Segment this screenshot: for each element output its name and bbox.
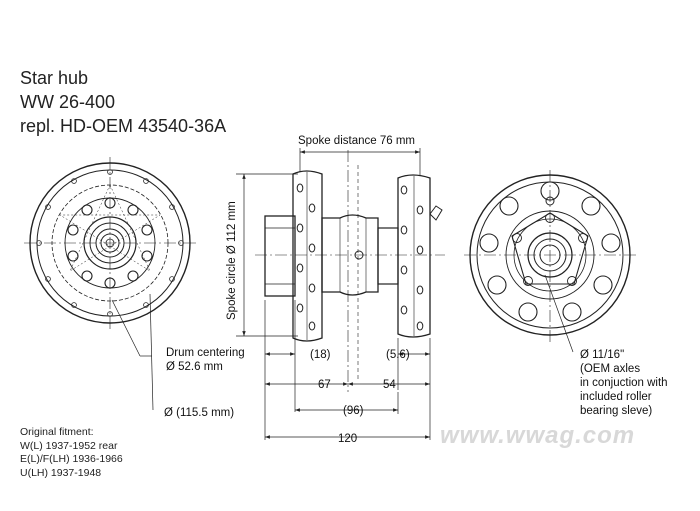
fitment-line: W(L) 1937-1952 rear — [20, 439, 118, 452]
axle-note-line: bearing sleve) — [580, 405, 653, 417]
axle-note: Ø 11/16" (OEM axles in conjuction with i… — [580, 348, 668, 418]
spoke-distance-label: Spoke distance 76 mm — [298, 135, 415, 147]
dim-67-label: 67 — [318, 379, 331, 391]
axle-note-line: Ø 11/16" — [580, 349, 625, 361]
fitment-block: Original fitment: W(L) 1937-1952 rear E(… — [20, 426, 123, 480]
dim-54-label: 54 — [383, 379, 396, 391]
title-name: Star hub — [20, 68, 89, 88]
axle-note-line: (OEM axles — [580, 363, 641, 375]
watermark: www.wwag.com — [440, 422, 636, 449]
dim-18-label: (18) — [310, 349, 331, 361]
spoke-circle-label: Spoke circle Ø 112 mm — [226, 201, 238, 320]
dim-96-label: (96) — [343, 405, 364, 417]
right-end-view — [464, 170, 636, 342]
dim-5-6-label: (5.6) — [386, 349, 410, 361]
dim-120-label: 120 — [338, 433, 358, 445]
side-view — [255, 150, 445, 392]
fitment-heading: Original fitment: — [20, 426, 94, 438]
title-oem-replacement: repl. HD-OEM 43540-36A — [20, 116, 227, 136]
dimension-lines — [111, 148, 574, 440]
drum-centering-diameter: Ø 52.6 mm — [166, 361, 223, 373]
outer-diameter-label: Ø (115.5 mm) — [164, 407, 235, 419]
fitment-line: U(LH) 1937-1948 — [20, 466, 102, 479]
title-block: Star hub WW 26-400 repl. HD-OEM 43540-36… — [20, 66, 226, 138]
title-part-number: WW 26-400 — [20, 92, 116, 112]
fitment-line: E(L)/F(LH) 1936-1966 — [20, 453, 123, 465]
axle-note-line: in conjuction with — [580, 377, 668, 389]
left-end-view — [24, 157, 196, 330]
axle-note-line: included roller — [580, 391, 652, 403]
drum-centering-label: Drum centering — [166, 347, 245, 359]
